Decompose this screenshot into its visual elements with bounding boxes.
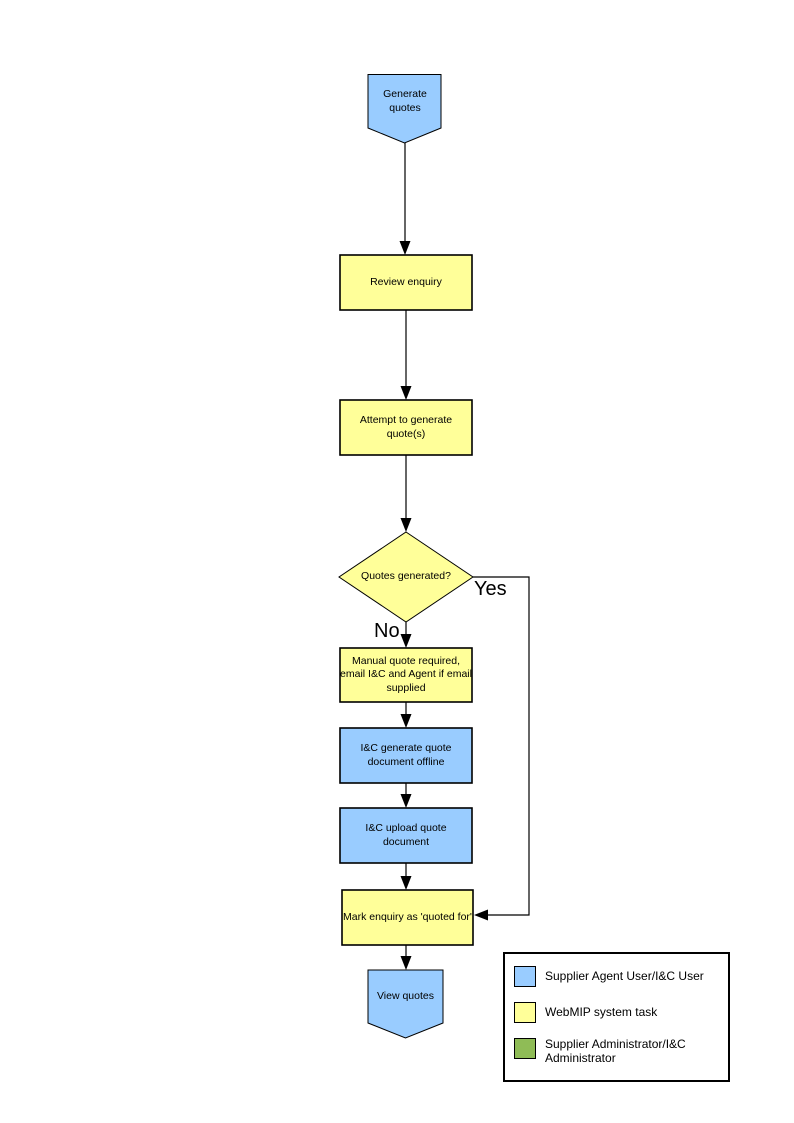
legend-label-user-task: Supplier Agent User/I&C User [545,968,704,983]
mark-quoted-shape [341,889,474,946]
legend-item-system-task: WebMIP system task [514,1002,727,1023]
arrowhead-into-manual [400,634,412,648]
quotes-generated-decision-label: Quotes generated? [361,570,451,583]
attempt-generate-label: Attempt to generate quote(s) [359,413,453,440]
arrowhead-into-icupload [400,794,412,808]
user-task-swatch [514,966,536,987]
manual-quote-label: Manual quote required, email I&C and Age… [340,654,472,694]
end-terminator-label: View quotes [376,989,434,1002]
legend-box: Supplier Agent User/I&C User WebMIP syst… [503,952,730,1082]
no-branch-label: No [374,620,400,642]
legend-label-admin-task: Supplier Administrator/I&C Administrator [545,1037,686,1065]
arrowhead-into-decision [400,518,412,532]
admin-task-swatch [514,1038,536,1059]
arrowhead-into-attempt [400,386,412,400]
legend-item-admin-task: Supplier Administrator/I&C Administrator [514,1037,727,1066]
quotes-generated-decision-shape [338,531,474,623]
arrowhead-into-mark [400,876,412,890]
arrowhead-into-icgenerate [400,714,412,728]
legend-label-system-task: WebMIP system task [545,1004,658,1019]
arrowhead-into-end [400,956,412,970]
start-terminator-shape [367,74,442,144]
connector-yes-branch [473,576,530,916]
review-enquiry-shape [339,254,473,311]
yes-branch-label: Yes [474,578,507,600]
manual-quote-shape [339,647,473,703]
arrowhead-into-review [399,241,411,255]
end-terminator-shape [367,969,444,1039]
arrowhead-yes-into-mark [474,909,488,921]
attempt-generate-shape [339,399,473,456]
review-enquiry-label: Review enquiry [370,275,442,288]
system-task-swatch [514,1002,536,1023]
ic-upload-shape [339,807,473,864]
legend-item-user-task: Supplier Agent User/I&C User [514,966,727,987]
ic-generate-label: I&C generate quote document offline [360,741,452,768]
ic-upload-label: I&C upload quote document [365,821,447,848]
mark-quoted-label: Mark enquiry as 'quoted for' [343,910,472,923]
ic-generate-shape [339,727,473,784]
start-terminator-label: Generate quotes [383,88,427,114]
